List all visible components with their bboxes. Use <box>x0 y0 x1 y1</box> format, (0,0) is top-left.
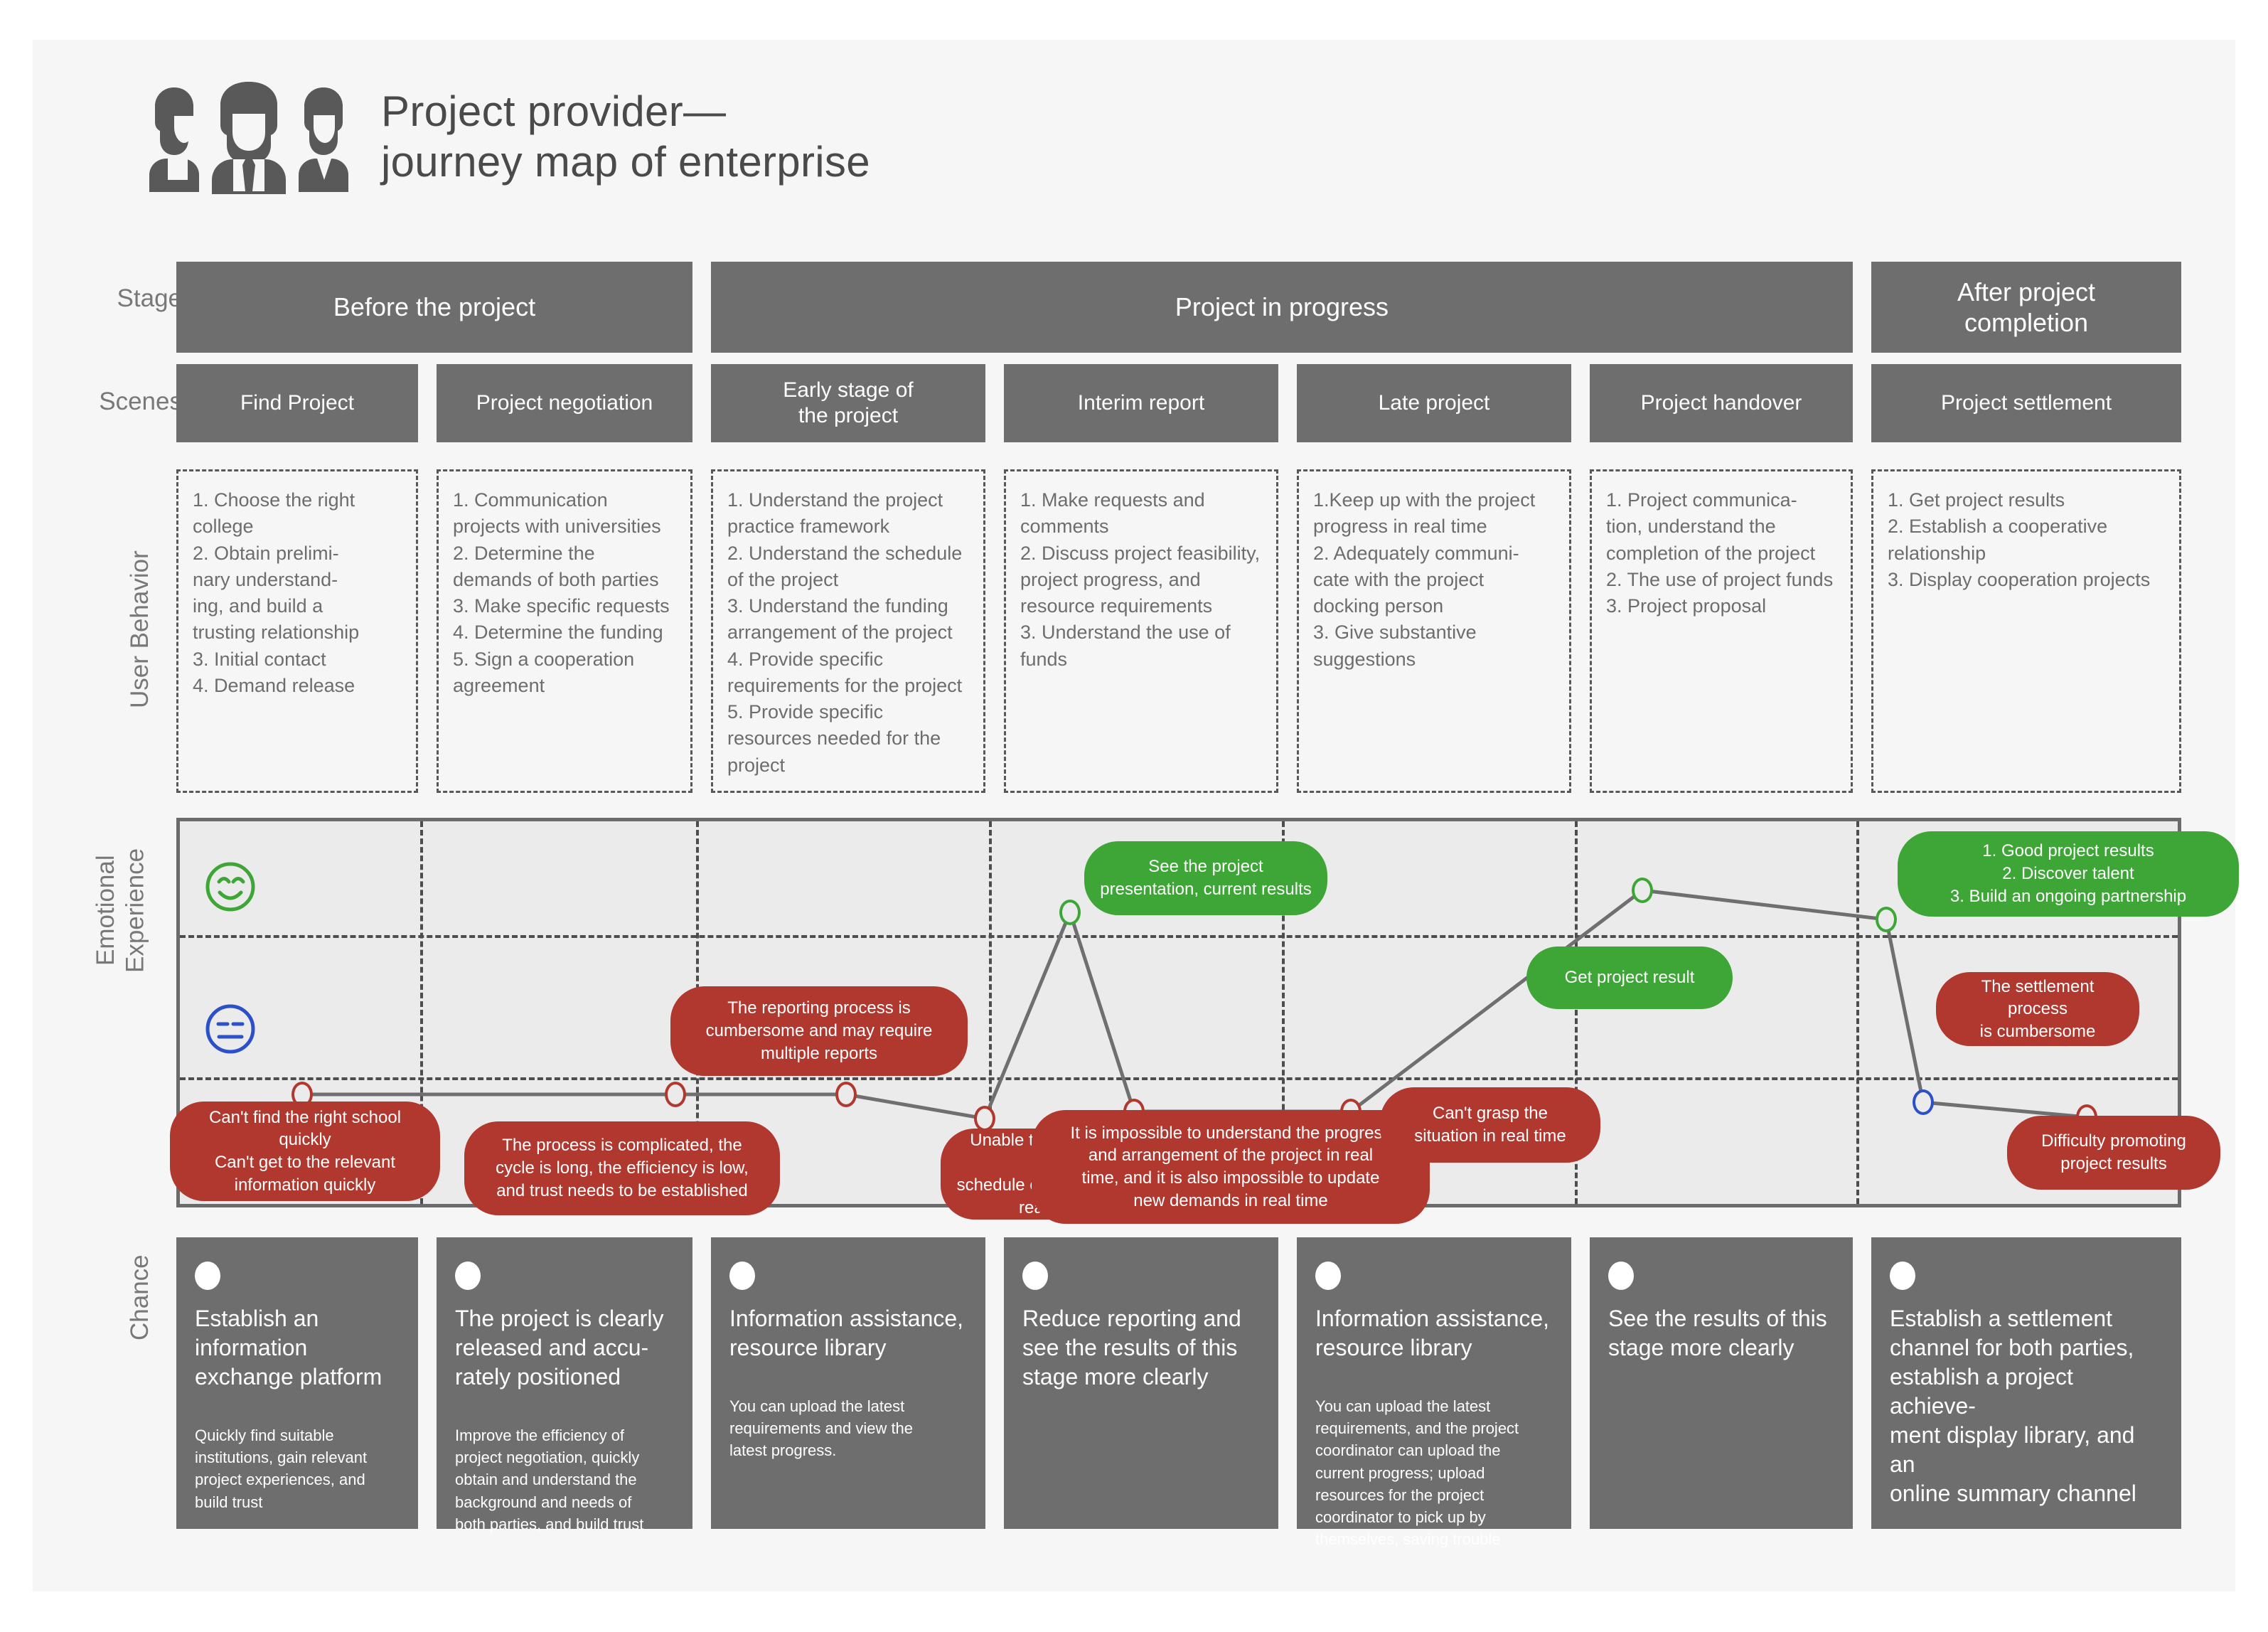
scene-bar-project-negotiation[interactable]: Project negotiation <box>437 364 692 442</box>
chance-card-7[interactable]: Establish a settlement channel for both … <box>1871 1237 2181 1529</box>
user-behavior-early-stage: 1. Understand the project practice frame… <box>711 469 985 793</box>
emotion-bubble-reporting-cumbersome[interactable]: The reporting process is cumbersome and … <box>670 986 968 1076</box>
chance-bullet-dot-4 <box>1022 1262 1048 1290</box>
emotion-bubble-good-project-results[interactable]: 1. Good project results 2. Discover tale… <box>1898 831 2239 917</box>
emotion-marker-8[interactable] <box>1632 878 1653 903</box>
chance-desc-5: You can upload the latest requirements, … <box>1315 1397 1519 1549</box>
emotion-marker-9[interactable] <box>1876 907 1897 932</box>
chance-desc-2: Improve the efficiency of project negoti… <box>455 1426 644 1533</box>
emotional-experience-panel: Can't find the right school quickly Can'… <box>170 818 2239 1224</box>
user-behavior-find-project: 1. Choose the right college 2. Obtain pr… <box>176 469 418 793</box>
emotion-bubble-process-complicated[interactable]: The process is complicated, the cycle is… <box>464 1121 780 1215</box>
chance-card-1[interactable]: Establish an information exchange platfo… <box>176 1237 418 1529</box>
page-title: Project provider— journey map of enterpr… <box>381 87 870 186</box>
emotion-bubble-get-project-result[interactable]: Get project result <box>1526 946 1733 1009</box>
user-behavior-late-project: 1.Keep up with the project progress in r… <box>1297 469 1571 793</box>
chance-card-3[interactable]: Information assistance, resource library… <box>711 1237 985 1529</box>
row-label-user-behavior: User Behavior <box>126 550 154 708</box>
emotion-marker-4[interactable] <box>974 1106 995 1131</box>
scene-bar-interim-report[interactable]: Interim report <box>1004 364 1278 442</box>
chance-desc-3: You can upload the latest requirements a… <box>729 1397 914 1460</box>
journey-grid: Before the project Project in progress A… <box>170 0 2239 1632</box>
chance-desc-1: Quickly find suitable institutions, gain… <box>195 1426 368 1511</box>
chance-title-4: Reduce reporting and see the results of … <box>1022 1306 1241 1390</box>
emotion-bubble-difficulty-promoting[interactable]: Difficulty promoting project results <box>2007 1116 2220 1190</box>
stage-bar-project-in-progress[interactable]: Project in progress <box>711 262 1853 353</box>
smiling-face-icon <box>204 860 257 913</box>
chance-bullet-dot-2 <box>455 1262 481 1290</box>
chance-title-1: Establish an information exchange platfo… <box>195 1306 383 1390</box>
chance-bullet-dot-1 <box>195 1262 220 1290</box>
chance-title-6: See the results of this stage more clear… <box>1608 1306 1827 1360</box>
user-behavior-project-negotiation: 1. Communication projects with universit… <box>437 469 692 793</box>
chance-title-7: Establish a settlement channel for both … <box>1890 1306 2136 1506</box>
emo-grid-vline-1 <box>420 821 423 1204</box>
chance-card-5[interactable]: Information assistance, resource library… <box>1297 1237 1571 1548</box>
emo-grid-vline-5 <box>1575 821 1578 1204</box>
emo-grid-vline-6 <box>1856 821 1859 1204</box>
neutral-face-icon <box>204 1003 257 1055</box>
scene-bar-late-project[interactable]: Late project <box>1297 364 1571 442</box>
user-behavior-interim-report: 1. Make requests and comments 2. Discuss… <box>1004 469 1278 793</box>
stage-bar-after-project-completion[interactable]: After project completion <box>1871 262 2181 353</box>
chance-card-6[interactable]: See the results of this stage more clear… <box>1590 1237 1853 1529</box>
row-label-stage: Stage <box>117 284 182 312</box>
emo-grid-hline-happy-neutral <box>180 935 2178 938</box>
chance-card-4[interactable]: Reduce reporting and see the results of … <box>1004 1237 1278 1529</box>
emotion-marker-3[interactable] <box>835 1082 857 1107</box>
row-label-scenes: Scenes <box>99 388 182 415</box>
team-of-three-people-icon <box>142 78 355 196</box>
chance-title-3: Information assistance, resource library <box>729 1306 964 1360</box>
emotion-bubble-impossible-understand[interactable]: It is impossible to understand the progr… <box>1032 1110 1430 1224</box>
stage-bar-before-the-project[interactable]: Before the project <box>176 262 692 353</box>
chance-title-5: Information assistance, resource library <box>1315 1306 1550 1360</box>
user-behavior-project-settlement: 1. Get project results 2. Establish a co… <box>1871 469 2181 793</box>
page-header: Project provider— journey map of enterpr… <box>142 78 870 196</box>
emotion-bubble-cant-grasp-situation[interactable]: Can't grasp the situation in real time <box>1380 1087 1600 1163</box>
emo-grid-vline-4 <box>1282 821 1285 1204</box>
chance-bullet-dot-3 <box>729 1262 755 1290</box>
row-label-emotional-experience: Emotional Experience <box>92 848 149 973</box>
scene-bar-project-settlement[interactable]: Project settlement <box>1871 364 2181 442</box>
chance-bullet-dot-6 <box>1608 1262 1634 1290</box>
chance-bullet-dot-7 <box>1890 1262 1915 1290</box>
row-label-chance: Chance <box>126 1254 154 1341</box>
scene-bar-find-project[interactable]: Find Project <box>176 364 418 442</box>
scene-bar-early-stage-of-the-project[interactable]: Early stage of the project <box>711 364 985 442</box>
scene-bar-project-handover[interactable]: Project handover <box>1590 364 1853 442</box>
emo-grid-vline-3 <box>989 821 992 1204</box>
chance-title-2: The project is clearly released and accu… <box>455 1306 664 1390</box>
emotion-bubble-cant-find-school[interactable]: Can't find the right school quickly Can'… <box>170 1102 440 1201</box>
chance-bullet-dot-5 <box>1315 1262 1341 1290</box>
emotion-bubble-settlement-cumbersome[interactable]: The settlement process is cumbersome <box>1936 972 2139 1046</box>
user-behavior-project-handover: 1. Project communica- tion, understand t… <box>1590 469 1853 793</box>
emotion-bubble-see-presentation[interactable]: See the project presentation, current re… <box>1084 841 1327 915</box>
emotion-marker-2[interactable] <box>665 1082 686 1107</box>
emotion-marker-10[interactable] <box>1913 1089 1934 1115</box>
emotion-marker-5[interactable] <box>1059 900 1081 925</box>
chance-card-2[interactable]: The project is clearly released and accu… <box>437 1237 692 1533</box>
emo-grid-hline-neutral-sad <box>180 1077 2178 1080</box>
